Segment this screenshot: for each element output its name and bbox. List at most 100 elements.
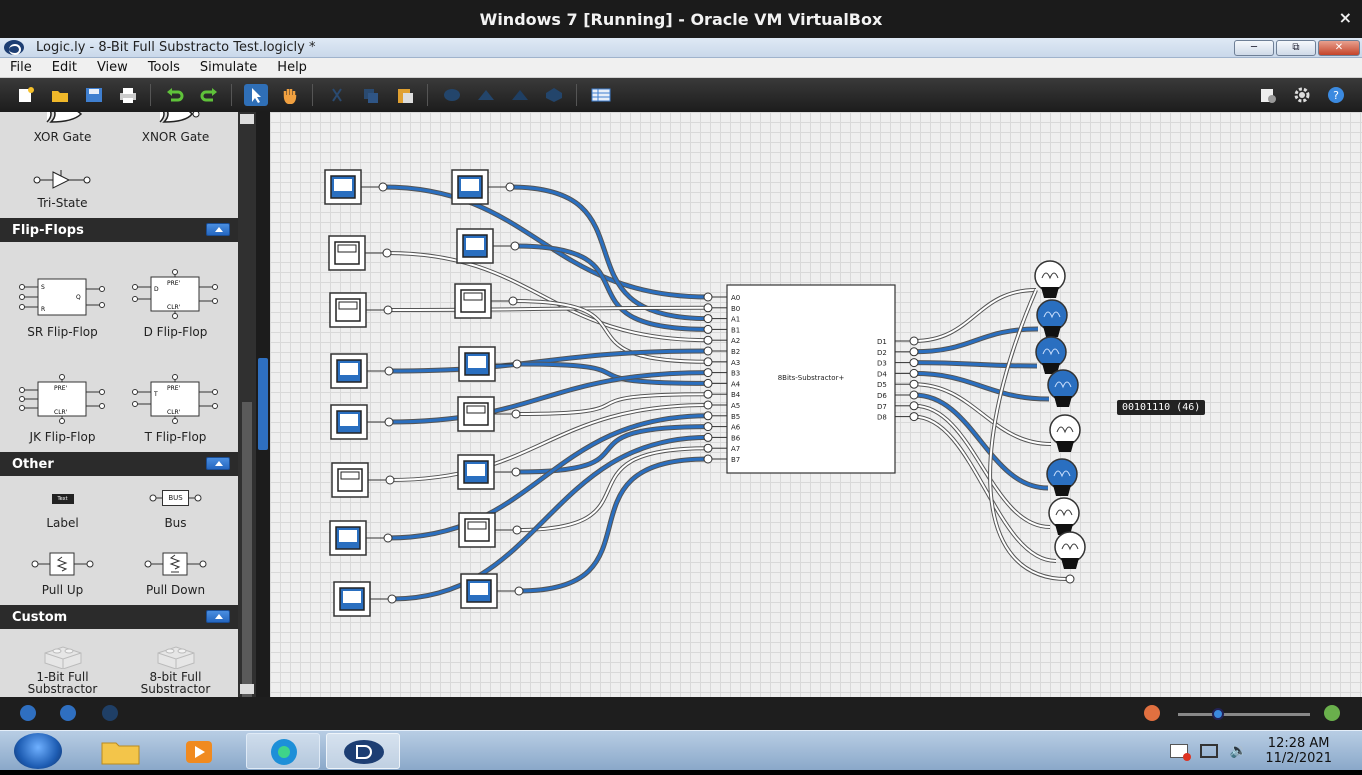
cut-icon[interactable] xyxy=(325,84,349,106)
zoom-in-icon[interactable] xyxy=(1324,705,1340,721)
chip-input-pin[interactable] xyxy=(703,454,713,464)
chip-input-pin[interactable] xyxy=(703,422,713,432)
wire[interactable] xyxy=(913,415,1057,562)
paste-icon[interactable] xyxy=(393,84,417,106)
switch-output-pin[interactable] xyxy=(514,586,524,596)
settings-icon[interactable] xyxy=(1290,84,1314,106)
wire[interactable] xyxy=(509,185,709,321)
palette-pull-down[interactable]: Pull Down xyxy=(119,538,232,605)
switch-output-pin[interactable] xyxy=(384,366,394,376)
chip-input-pin[interactable] xyxy=(703,411,713,421)
wire[interactable] xyxy=(518,457,709,593)
palette-8bit-substractor[interactable]: 8-bit Full Substractor xyxy=(119,629,232,697)
zoom-slider[interactable] xyxy=(1178,708,1310,720)
wire[interactable] xyxy=(913,383,1052,445)
palette-pull-up[interactable]: Pull Up xyxy=(6,538,119,605)
wire[interactable] xyxy=(515,393,709,415)
palette-bus[interactable]: BUS Bus xyxy=(119,476,232,538)
menu-tools[interactable]: Tools xyxy=(147,60,180,75)
media-player-taskbar-icon[interactable] xyxy=(164,733,238,769)
flip-icon[interactable] xyxy=(474,84,498,106)
menu-edit[interactable]: Edit xyxy=(51,60,77,75)
chip-input-pin[interactable] xyxy=(703,368,713,378)
group-icon[interactable] xyxy=(440,84,464,106)
menu-view[interactable]: View xyxy=(96,60,128,75)
clock[interactable]: 12:28 AM 11/2/2021 xyxy=(1265,736,1332,766)
switch-output-pin[interactable] xyxy=(384,417,394,427)
collapse-icon[interactable] xyxy=(206,457,230,470)
shape-icon[interactable] xyxy=(542,84,566,106)
explorer-taskbar-icon[interactable] xyxy=(84,733,158,769)
switch-output-pin[interactable] xyxy=(508,296,518,306)
edge-taskbar-icon[interactable] xyxy=(246,733,320,769)
select-tool-icon[interactable] xyxy=(244,84,268,106)
palette-t-flip-flop[interactable]: PRE'CLR'T T Flip-Flop xyxy=(119,347,232,452)
menu-file[interactable]: File xyxy=(10,60,32,75)
chip-input-pin[interactable] xyxy=(703,292,713,302)
category-custom[interactable]: Custom xyxy=(0,605,238,629)
volume-icon[interactable]: 🔉 xyxy=(1229,743,1248,759)
wire[interactable] xyxy=(388,371,709,424)
switch-output-pin[interactable] xyxy=(511,409,521,419)
collapse-icon[interactable] xyxy=(206,610,230,623)
chip-output-pin[interactable] xyxy=(909,401,919,411)
chip-input-pin[interactable] xyxy=(703,335,713,345)
wire[interactable] xyxy=(514,244,709,331)
open-icon[interactable] xyxy=(48,84,72,106)
minimize-button[interactable]: ─ xyxy=(1234,40,1274,56)
help-icon[interactable]: ? xyxy=(1324,84,1348,106)
wire[interactable] xyxy=(515,425,709,474)
maximize-button[interactable]: ⧉ xyxy=(1276,40,1316,56)
wire[interactable] xyxy=(913,371,1050,401)
start-button[interactable] xyxy=(14,733,62,769)
step-icon[interactable] xyxy=(102,705,118,721)
menu-help[interactable]: Help xyxy=(277,60,307,75)
switch-output-pin[interactable] xyxy=(510,241,520,251)
redo-icon[interactable] xyxy=(197,84,221,106)
step-back-icon[interactable] xyxy=(20,705,36,721)
wire[interactable] xyxy=(388,349,709,373)
menu-simulate[interactable]: Simulate xyxy=(199,60,258,75)
table-icon[interactable] xyxy=(589,84,613,106)
switch-output-pin[interactable] xyxy=(512,525,522,535)
chip-output-pin[interactable] xyxy=(909,379,919,389)
new-icon[interactable] xyxy=(14,84,38,106)
chip-input-pin[interactable] xyxy=(703,378,713,388)
chip-output-pin[interactable] xyxy=(909,358,919,368)
switch-output-pin[interactable] xyxy=(505,182,515,192)
wire[interactable] xyxy=(913,361,1038,368)
vbox-close-button[interactable]: × xyxy=(1338,8,1352,27)
pan-tool-icon[interactable] xyxy=(278,84,302,106)
collapse-icon[interactable] xyxy=(206,223,230,236)
switch-output-pin[interactable] xyxy=(387,594,397,604)
switch-output-pin[interactable] xyxy=(385,475,395,485)
panel-splitter[interactable] xyxy=(256,112,270,697)
wire[interactable] xyxy=(516,362,709,385)
wire[interactable] xyxy=(512,300,709,363)
scroll-thumb[interactable] xyxy=(242,402,252,697)
switch-output-pin[interactable] xyxy=(383,305,393,315)
category-other[interactable]: Other xyxy=(0,452,238,476)
switch-output-pin[interactable] xyxy=(383,533,393,543)
ground-pin[interactable] xyxy=(1065,574,1075,584)
switch-output-pin[interactable] xyxy=(382,248,392,258)
chip-output-pin[interactable] xyxy=(909,412,919,422)
zoom-slider-knob[interactable] xyxy=(1212,708,1224,720)
wire[interactable] xyxy=(389,404,709,481)
collapse-panel-handle[interactable] xyxy=(258,358,268,450)
save-icon[interactable] xyxy=(82,84,106,106)
palette-scrollbar[interactable] xyxy=(238,112,256,697)
palette-1bit-substractor[interactable]: 1-Bit Full Substractor xyxy=(6,629,119,697)
chip-input-pin[interactable] xyxy=(703,303,713,313)
substractor-chip[interactable] xyxy=(726,284,896,474)
scroll-down-arrow[interactable] xyxy=(240,684,254,694)
palette-label-item[interactable]: Text Label xyxy=(6,476,119,538)
palette-xnor-gate[interactable]: XNOR Gate xyxy=(119,112,232,152)
network-icon[interactable] xyxy=(1199,744,1218,758)
switch-output-pin[interactable] xyxy=(512,359,522,369)
chip-input-pin[interactable] xyxy=(703,443,713,453)
rotate-icon[interactable] xyxy=(508,84,532,106)
print-icon[interactable] xyxy=(116,84,140,106)
